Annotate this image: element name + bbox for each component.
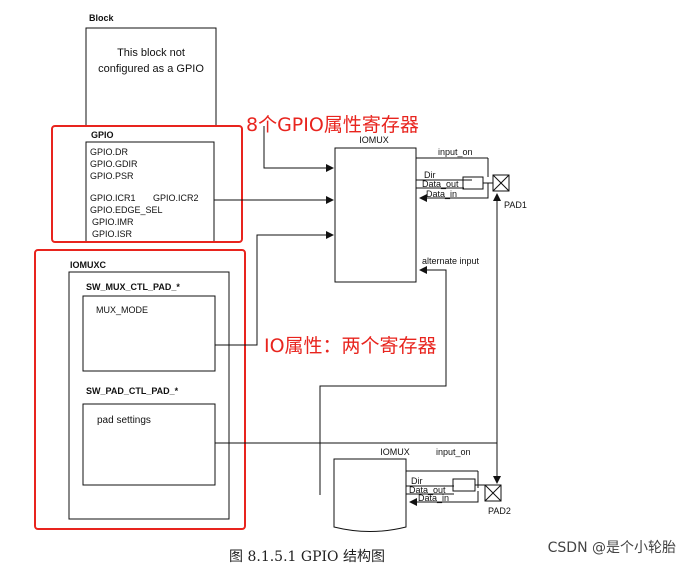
label-pad1: PAD1: [504, 200, 527, 210]
label-pad2: PAD2: [488, 506, 511, 516]
block-title: Block: [89, 13, 115, 23]
iomux-top-box: [334, 147, 417, 283]
gpio-title: GPIO: [91, 130, 114, 140]
wire-mux-mode-to-iomux: [215, 231, 334, 346]
label-dir-top: Dir: [424, 170, 436, 180]
iomux-top-title: IOMUX: [359, 135, 389, 145]
pad-settings-box: [82, 403, 216, 486]
reg-gpio-dr: GPIO.DR: [90, 147, 129, 157]
pad1-symbol: [492, 174, 510, 192]
label-data-out-bottom: Data_out: [409, 485, 446, 495]
output-buffer-bottom: [452, 478, 476, 492]
reg-gpio-imr: GPIO.IMR: [92, 217, 134, 227]
label-input-on-bottom: input_on: [436, 447, 471, 457]
figure-caption: 图 8.1.5.1 GPIO 结构图: [229, 549, 385, 565]
wire-alternate-input: [319, 266, 447, 495]
output-buffer-top: [462, 176, 484, 190]
reg-gpio-isr: GPIO.ISR: [92, 229, 133, 239]
label-input-on-top: input_on: [438, 147, 473, 157]
iomux-bottom-box: [333, 458, 407, 532]
pad1-cross-b: [492, 174, 510, 192]
iomuxc-highlight-frame: [34, 249, 246, 530]
mux-mode-label: MUX_MODE: [96, 305, 148, 315]
reg-gpio-gdir: GPIO.GDIR: [90, 159, 138, 169]
block-text-line2: configured as a GPIO: [98, 63, 204, 75]
pad-settings-label: pad settings: [97, 415, 151, 426]
pad2-symbol: [484, 484, 502, 502]
label-dir-bottom: Dir: [411, 476, 423, 486]
mux-ctl-title: SW_MUX_CTL_PAD_*: [86, 282, 180, 292]
mux-mode-box: [82, 295, 216, 372]
label-data-in-top: Data_in: [426, 189, 457, 199]
annotation-gpio-registers: 8个GPIO属性寄存器: [246, 114, 419, 136]
gpio-highlight-frame: [51, 125, 243, 243]
wire-data-in-top: [419, 183, 489, 202]
iomuxc-title: IOMUXC: [70, 260, 107, 270]
wire-data-in-bottom: [409, 491, 479, 506]
block-text-line1: This block not: [117, 47, 185, 59]
block-box: [85, 27, 217, 127]
reg-gpio-edge-sel: GPIO.EDGE_SEL: [90, 205, 163, 215]
wire-block-to-iomux: [263, 126, 334, 172]
pad-ctl-title: SW_PAD_CTL_PAD_*: [86, 386, 179, 396]
reg-gpio-psr: GPIO.PSR: [90, 171, 134, 181]
label-data-in-bottom: Data_in: [418, 493, 449, 503]
label-alternate-input: alternate input: [422, 256, 480, 266]
pad2-cross-b: [484, 484, 502, 502]
iomux-bottom-title: IOMUX: [380, 447, 410, 457]
annotation-io-properties: IO属性：两个寄存器: [264, 335, 437, 357]
reg-gpio-icr1: GPIO.ICR1: [90, 193, 136, 203]
label-data-out-top: Data_out: [422, 179, 459, 189]
watermark: CSDN @是个小轮胎: [548, 540, 676, 556]
gpio-box: [85, 141, 215, 243]
iomuxc-box: [68, 271, 230, 520]
reg-gpio-icr2: GPIO.ICR2: [153, 193, 199, 203]
